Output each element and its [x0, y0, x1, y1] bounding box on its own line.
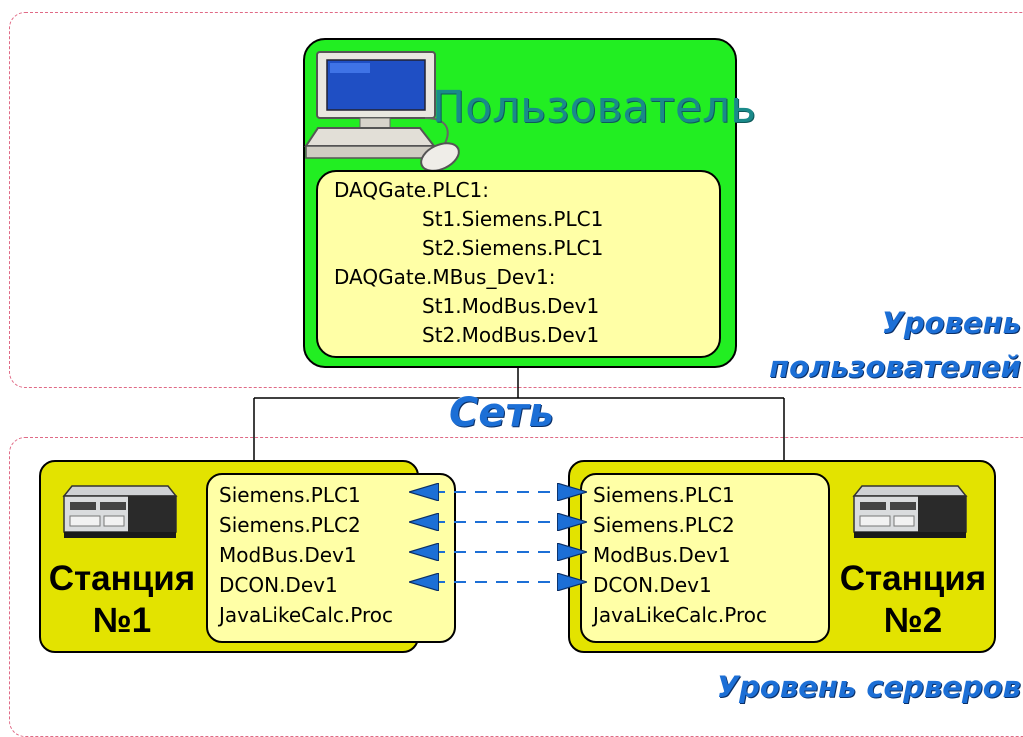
computer-icon [304, 51, 460, 172]
server-icon [62, 485, 178, 538]
server-icon [852, 485, 968, 538]
user-level-zone [9, 12, 1023, 388]
list-item: ModBus.Dev1 [219, 543, 357, 567]
station2-list: Siemens.PLC1 Siemens.PLC2 ModBus.Dev1 DC… [580, 473, 830, 643]
station1-number: №1 [92, 601, 152, 640]
station1-name-line: Станция [48, 559, 196, 598]
list-item: Siemens.PLC2 [593, 513, 735, 537]
list-item: St1.Siemens.PLC1 [422, 207, 604, 231]
list-item: St1.ModBus.Dev1 [422, 294, 600, 318]
station2-number: №2 [883, 601, 943, 640]
list-item: Siemens.PLC1 [219, 483, 361, 507]
list-item: JavaLikeCalc.Proc [219, 603, 393, 627]
list-item: Siemens.PLC2 [219, 513, 361, 537]
redundancy-arrows [0, 0, 1023, 709]
server-icons [62, 485, 968, 538]
station1-name: Станция №1 [40, 558, 204, 642]
server-level-label: Уровень серверов [716, 670, 1021, 704]
network-label: Сеть [449, 390, 554, 436]
list-item: St2.Siemens.PLC1 [422, 236, 604, 260]
user-title: Пользователь [432, 82, 757, 133]
list-item: DCON.Dev1 [593, 573, 712, 597]
network-lines [253, 368, 785, 460]
list-item: DCON.Dev1 [219, 573, 338, 597]
user-level-label-line2: пользователей [769, 350, 1021, 384]
station2-name-line: Станция [839, 559, 987, 598]
list-item: DAQGate.PLC1: [334, 178, 490, 202]
list-item: DAQGate.MBus_Dev1: [334, 265, 556, 289]
station2-name: Станция №2 [830, 558, 996, 642]
user-level-label: Уровень [881, 306, 1021, 340]
list-item: Siemens.PLC1 [593, 483, 735, 507]
user-data-list: DAQGate.PLC1: St1.Siemens.PLC1 St2.Sieme… [316, 170, 721, 358]
list-item: JavaLikeCalc.Proc [593, 603, 767, 627]
list-item: ModBus.Dev1 [593, 543, 731, 567]
list-item: St2.ModBus.Dev1 [422, 323, 600, 347]
